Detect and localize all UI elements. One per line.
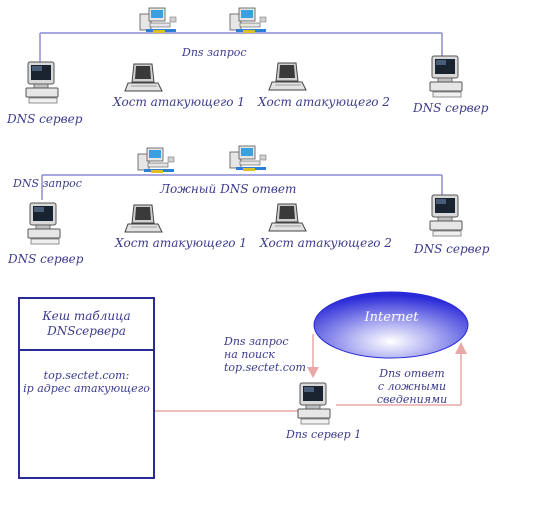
cache-header-line2: DNSсервера [47,324,126,338]
internet-cloud [313,291,469,359]
internet-label: Internet [364,310,419,325]
scene2-workstation-1-icon [137,147,175,174]
scene2-workstation-2-icon [229,145,267,172]
dns-cache-table: Кеш таблица DNSсервера top.sectet.com: i… [18,297,155,479]
cache-entry: top.sectet.com: ip адрес атакующего [20,351,153,395]
dns-query-line3: top.sectet.com [224,361,306,375]
scene2-dns-server-left-label: DNS сервер [8,252,84,266]
scene1-dns-server-left-icon [25,61,59,104]
dns-query-label: Dns запрос на поиск top.sectet.com [224,335,306,375]
scene3-dns-server-1-icon [297,382,331,425]
dns-query-line1: Dns запрос [224,335,289,348]
cache-entry-ip: ip адрес атакующего [23,382,150,396]
cache-table-header: Кеш таблица DNSсервера [20,299,153,351]
scene2-attacker-laptop-1-icon [124,204,163,233]
dns-answer-line2: с ложными [377,380,447,394]
scene2-attacker-host-1-label: Хост атакующего 1 [115,236,247,250]
scene2-dns-server-right-label: DNS сервер [414,242,490,256]
scene1-attacker-host-1-label: Хост атакующего 1 [113,95,245,109]
dns-query-line2: на поиск [224,348,275,362]
scene2-attacker-laptop-2-icon [268,203,307,232]
scene2-fake-dns-response-label: Ложный DNS ответ [160,182,297,196]
scene1-dns-server-right-icon [429,55,463,98]
cache-entry-domain: top.sectet.com: [43,369,130,382]
dns-server-1-label: Dns сервер 1 [286,428,362,441]
scene2-attacker-host-2-label: Хост атакующего 2 [260,236,392,250]
dns-answer-label: Dns ответ с ложными сведениями [372,367,452,407]
scene1-attacker-laptop-2-icon [268,62,307,91]
scene2-dns-server-right-icon [429,194,463,237]
scene1-workstation-1-icon [139,7,177,34]
scene1-dns-server-left-label: DNS сервер [7,112,83,126]
scene1-attacker-laptop-1-icon [124,63,163,92]
cache-header-line1: Кеш таблица [42,309,131,323]
dns-answer-line1: Dns ответ [379,367,445,380]
scene1-dns-server-right-label: DNS сервер [413,101,489,115]
scene2-dns-request-label: DNS запрос [13,177,82,190]
arrow-up-to-internet [455,342,467,354]
scene1-dns-request-label: Dns запрос [182,46,247,59]
dns-answer-line3: сведениями [376,393,448,407]
arrow-down-to-server [307,367,319,378]
scene1-attacker-host-2-label: Хост атакующего 2 [258,95,390,109]
scene2-dns-server-left-icon [27,202,61,245]
scene1-workstation-2-icon [229,7,267,34]
